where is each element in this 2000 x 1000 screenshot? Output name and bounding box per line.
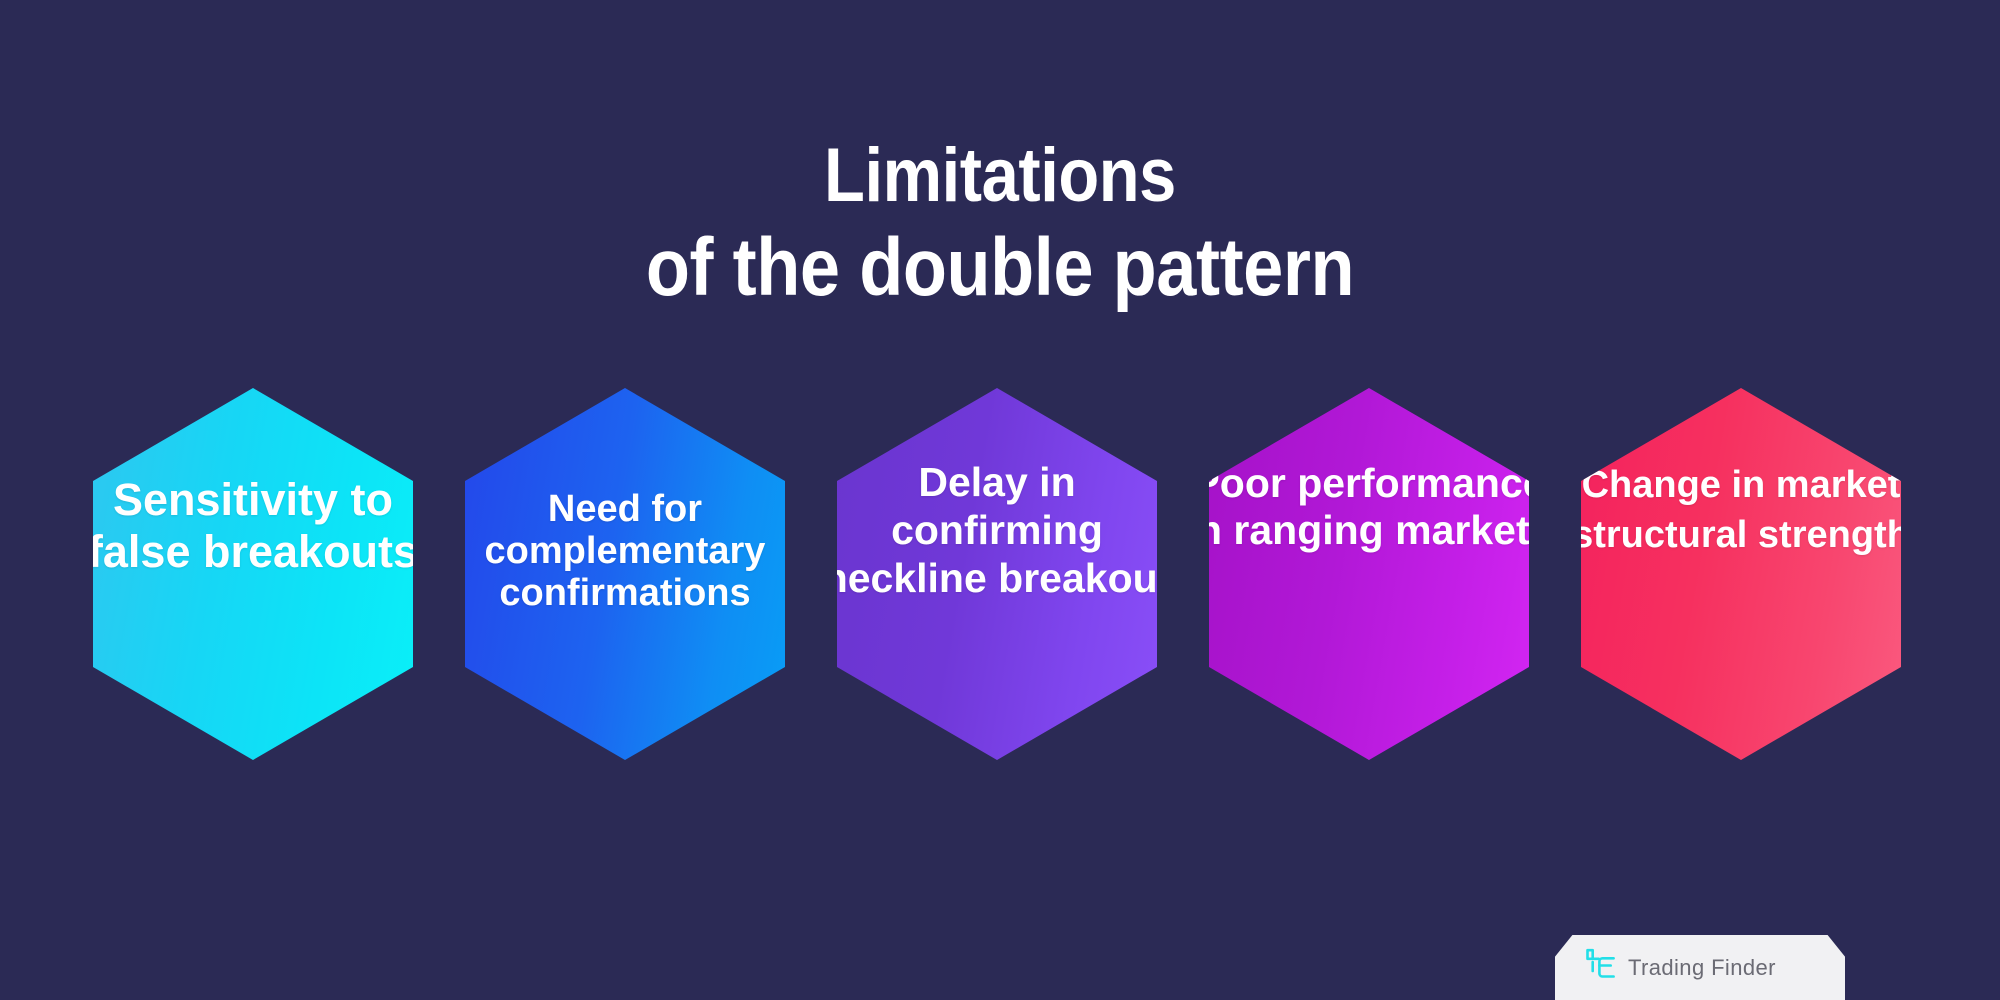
trading-finder-logo-icon bbox=[1586, 948, 1615, 978]
hexagon-label-2: Need for complementary confirmations bbox=[484, 488, 766, 614]
hexagon-label-4: Poor performance in ranging markets bbox=[1185, 460, 1553, 553]
title-line-2: of the double pattern bbox=[645, 222, 1355, 313]
brand-name: Trading Finder bbox=[1628, 954, 1776, 980]
hexagon-label-1: Sensitivity to false breakouts bbox=[87, 474, 419, 577]
hexagon-label-5: Change in market structural strength bbox=[1572, 464, 1910, 556]
hexagon-label-3: Delay in confirming neckline breakout bbox=[822, 459, 1172, 601]
hexagon-card-4[interactable]: Poor performance in ranging markets bbox=[1209, 388, 1529, 760]
hexagon-card-2[interactable]: Need for complementary confirmations bbox=[465, 388, 785, 760]
hexagon-card-3[interactable]: Delay in confirming neckline breakout bbox=[837, 388, 1157, 760]
brand-banner[interactable]: Trading Finder bbox=[1555, 935, 1845, 1000]
title-line-1: Limitations bbox=[824, 133, 1176, 218]
hexagon-card-5[interactable]: Change in market structural strength bbox=[1581, 388, 1901, 760]
page-title: Limitations of the double pattern bbox=[0, 132, 2000, 316]
hexagon-card-1[interactable]: Sensitivity to false breakouts bbox=[93, 388, 413, 760]
